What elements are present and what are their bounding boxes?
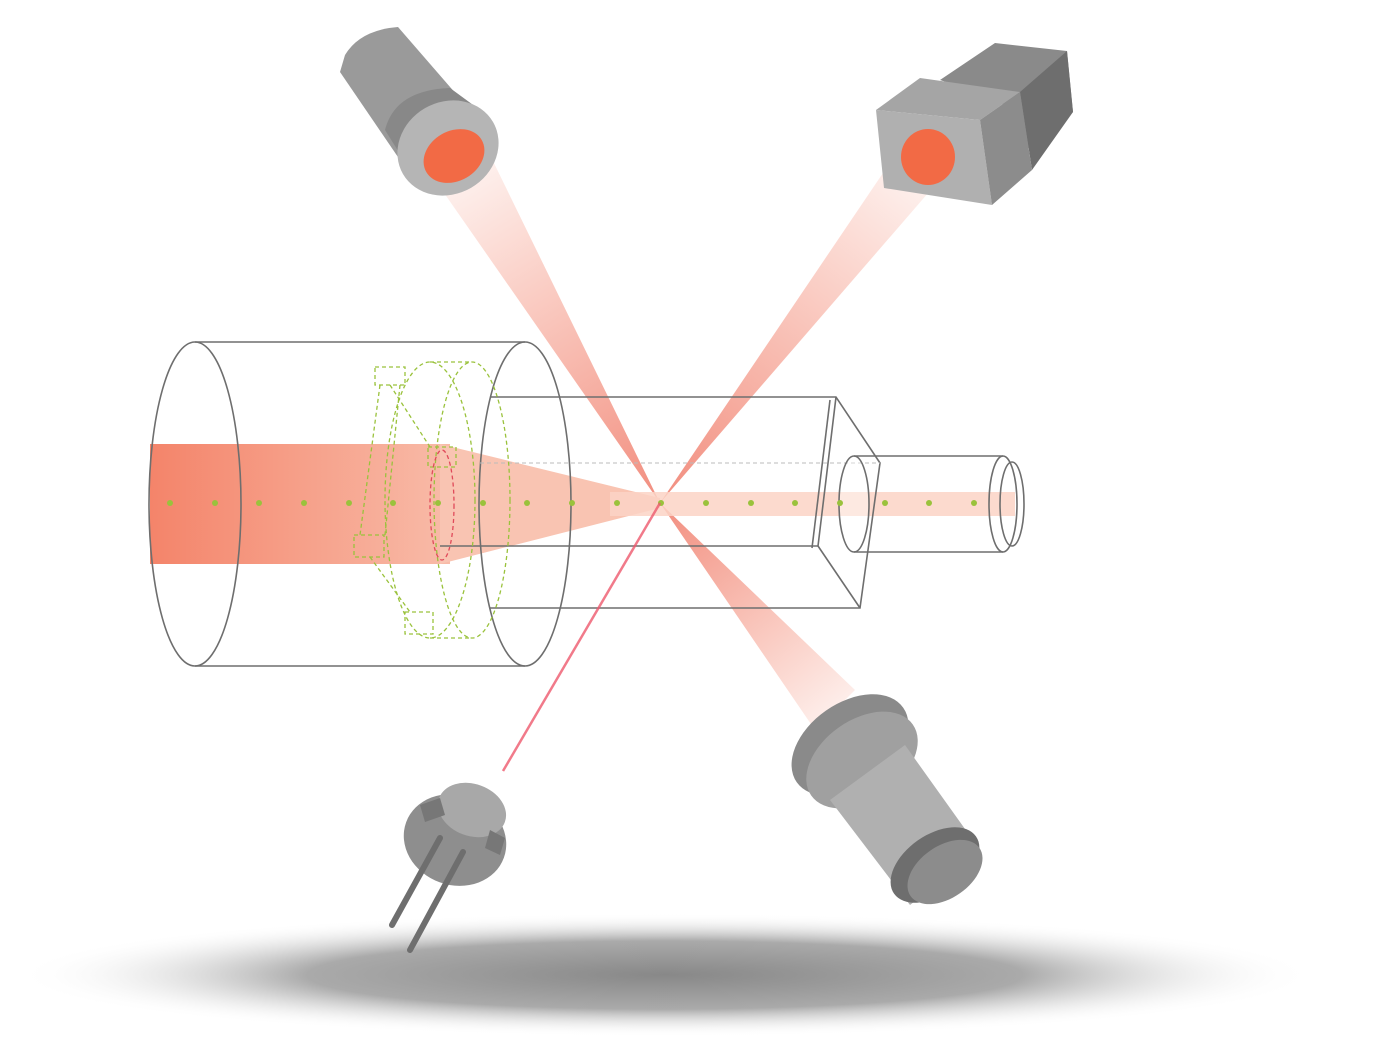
sample-stream <box>150 444 450 564</box>
scatter-ray-bottom-right <box>660 503 855 730</box>
sample-stream-taper <box>440 444 660 564</box>
lens-icon <box>901 129 955 185</box>
flow-chamber-box <box>440 396 881 609</box>
detector-top-left <box>340 27 499 196</box>
hydrodynamic-focusing-part <box>353 361 511 639</box>
flow-cell-large-cylinder <box>148 341 572 667</box>
nozzle-cylinder <box>838 455 1025 553</box>
lens-icon <box>423 129 485 183</box>
sample-stream-narrow <box>610 492 1015 516</box>
scatter-ray-top-left <box>435 155 660 503</box>
laser-beam <box>501 502 662 772</box>
laser-diode <box>389 782 507 953</box>
scatter-ray-top-right <box>660 170 935 503</box>
detector-bottom-right <box>791 694 983 905</box>
detector-top-right <box>876 43 1073 205</box>
ground-shadow <box>15 913 1315 1037</box>
